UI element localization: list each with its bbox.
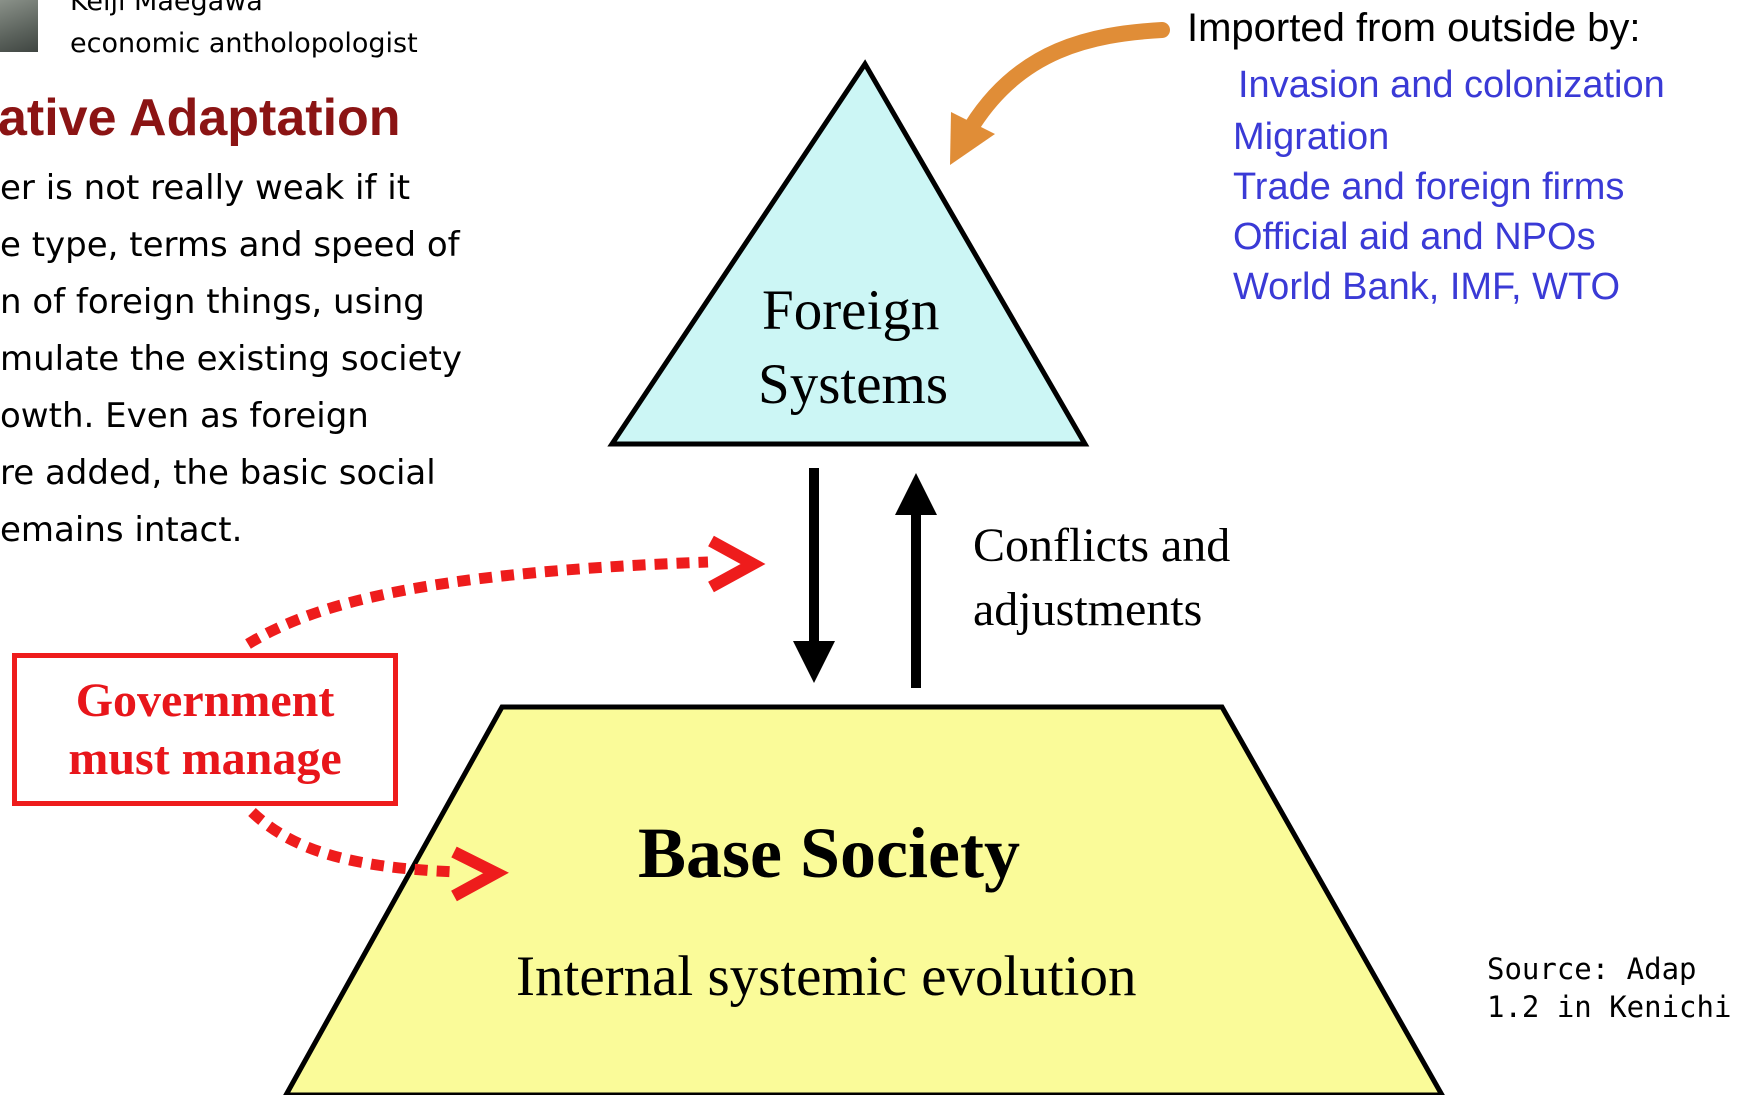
conflicts-label-2: adjustments [973, 583, 1203, 636]
conflicts-label-1: Conflicts and [973, 519, 1231, 572]
government-label-1: Government [75, 673, 335, 727]
left-panel-line: er is not really weak if it [0, 168, 411, 208]
imported-item: Invasion and colonization [1238, 64, 1665, 106]
left-panel-line: n of foreign things, using [0, 282, 425, 322]
foreign-systems-triangle [607, 59, 1090, 447]
header-name: Keiji Maegawa [70, 0, 263, 17]
government-arrow-upper [245, 556, 709, 649]
left-panel-title: ative Adaptation [0, 89, 401, 147]
left-panel-line: emains intact. [0, 510, 243, 550]
left-panel-line: mulate the existing society [0, 339, 462, 379]
imported-item: Migration [1233, 116, 1390, 158]
left-panel-line: e type, terms and speed of [0, 225, 460, 265]
government-label-2: must manage [68, 731, 342, 785]
left-panel-line: owth. Even as foreign [0, 396, 369, 436]
person-photo-icon [0, 0, 38, 52]
government-arrow-upper-head [708, 535, 766, 593]
government-arrow-lower-head [451, 846, 509, 902]
imported-heading: Imported from outside by: [1187, 6, 1641, 50]
header-role: economic antholopologist [70, 28, 418, 59]
foreign-systems-label-1: Foreign [762, 279, 940, 342]
government-arrow-lower [248, 808, 459, 878]
import-arrow-head [950, 112, 995, 165]
government-box: Government must manage [12, 653, 398, 806]
base-society-trapezoid [283, 704, 1445, 1095]
imported-item: Official aid and NPOs [1233, 216, 1596, 258]
base-society-subtitle: Internal systemic evolution [516, 945, 1137, 1008]
source-line-2: 1.2 in Kenichi [1487, 990, 1732, 1024]
left-panel-line: re added, the basic social [0, 453, 436, 493]
foreign-systems-label-2: Systems [758, 353, 949, 416]
base-society-title: Base Society [638, 813, 1020, 893]
imported-item: Trade and foreign firms [1233, 166, 1625, 208]
source-line-1: Source: Adap [1487, 952, 1697, 986]
import-arrow [964, 22, 1170, 134]
imported-item: World Bank, IMF, WTO [1233, 266, 1621, 308]
